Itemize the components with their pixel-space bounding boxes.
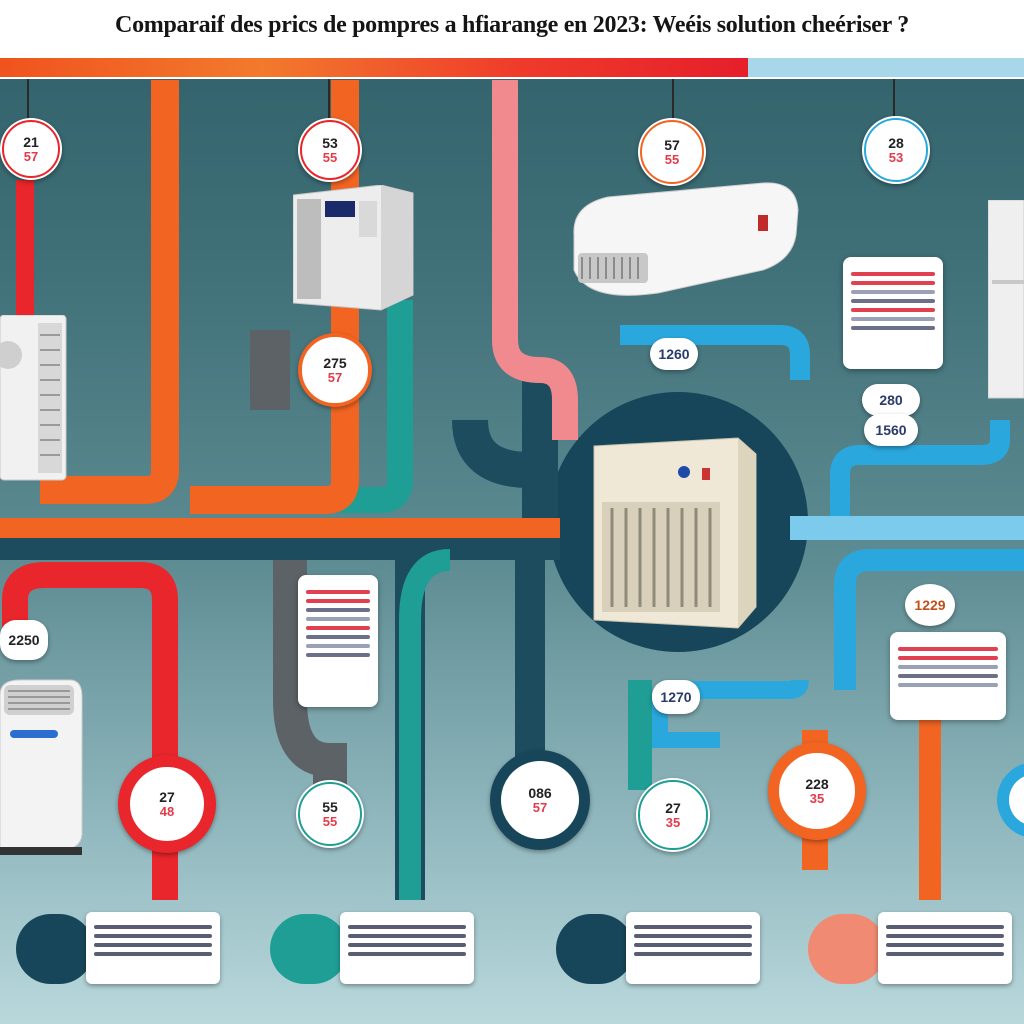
badge-value: 57 (664, 136, 680, 153)
badge-subvalue: 53 (888, 149, 904, 165)
badge-value: 53 (322, 134, 338, 151)
blue-pipe-bottom (652, 700, 720, 748)
price-card-right-middle (890, 632, 1006, 720)
price-pill: 1260 (650, 338, 698, 370)
tab-panel (626, 912, 760, 984)
hanger (27, 75, 29, 120)
price-card-right-top (843, 257, 943, 369)
badge-value: 27 (159, 788, 175, 805)
blue-pipe-right-vertical (830, 420, 1010, 520)
tab-panel (86, 912, 220, 984)
tab-dot (16, 914, 94, 984)
badge-subvalue: 48 (159, 803, 175, 819)
blue-pipe-top (620, 325, 810, 380)
badge-subvalue: 55 (322, 813, 338, 829)
progress-fill (0, 55, 748, 77)
badge-value: 275 (323, 354, 347, 371)
heat-pump-unit-left (0, 315, 67, 481)
teal-pipe (320, 300, 413, 513)
tab-dot (270, 914, 348, 984)
page-title: Comparaif des prics de pompres a hfiaran… (115, 12, 909, 38)
price-pill: 2250 (0, 620, 48, 660)
heat-pump-unit-tower (293, 185, 414, 311)
badge-value: 28 (888, 134, 904, 151)
heat-pump-unit-wall (573, 182, 799, 296)
bottom-tab (16, 912, 220, 984)
pink-pipe (492, 80, 578, 440)
price-pill: 1270 (652, 680, 700, 714)
price-pill: 1229 (905, 584, 955, 626)
badge-value: 086 (528, 784, 552, 801)
hanger (893, 75, 895, 120)
price-card-center-left (298, 575, 378, 707)
orange-pipe-left (40, 80, 179, 504)
price-pill: 280 (862, 384, 920, 416)
badge-value: 27 (665, 799, 681, 816)
badge-subvalue: 57 (23, 148, 39, 164)
blue-pipe-loop (660, 679, 809, 699)
bottom-tab (556, 912, 760, 984)
heat-pump-unit-right (988, 200, 1024, 399)
badge-value: 21 (23, 133, 39, 150)
heat-pump-unit-bottom-left (0, 679, 83, 855)
bottom-right-ring-inner (1009, 776, 1024, 824)
red-pipe-loop (2, 562, 178, 900)
bottom-tab (270, 912, 474, 984)
title-bar: Comparaif des prics de pompres a hfiaran… (0, 0, 1024, 58)
badge-subvalue: 57 (327, 369, 343, 385)
bottom-tab (808, 912, 1012, 984)
navy-pipe-vertical (452, 380, 558, 520)
blue-pipe-lower (834, 549, 1024, 690)
gray-duct (273, 560, 347, 800)
badge-subvalue: 55 (664, 151, 680, 167)
tab-dot (808, 914, 886, 984)
badge-subvalue: 35 (665, 814, 681, 830)
tab-panel (340, 912, 474, 984)
price-pill: 1560 (864, 414, 918, 446)
tab-dot (556, 914, 634, 984)
hanger (328, 75, 330, 120)
badge-subvalue: 57 (532, 799, 548, 815)
badge-value: 228 (805, 775, 829, 792)
heat-pump-unit-center (593, 437, 757, 629)
teal-pipe-lower (399, 549, 451, 900)
badge-subvalue: 55 (322, 149, 338, 165)
orange-pipe-mid (190, 80, 359, 514)
hanger (672, 75, 674, 120)
badge-subvalue: 35 (809, 790, 825, 806)
tab-panel (878, 912, 1012, 984)
badge-value: 55 (322, 798, 338, 815)
